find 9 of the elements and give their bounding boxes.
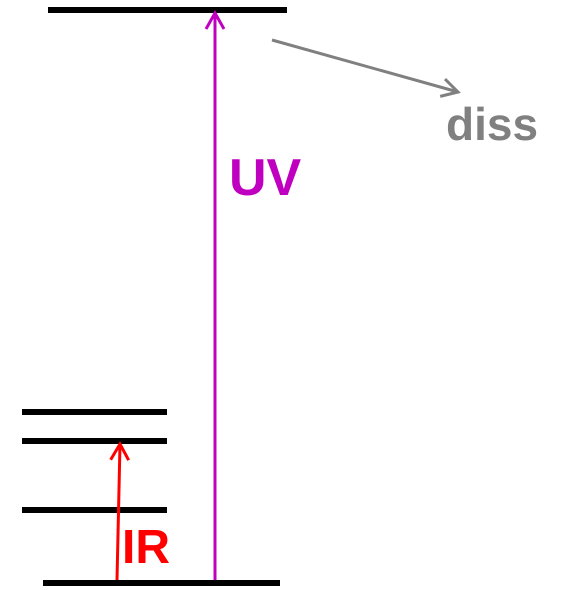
energy-level xyxy=(22,409,167,415)
state-label: diss xyxy=(446,96,552,152)
energy-level xyxy=(22,438,167,444)
energy-level xyxy=(43,580,280,586)
energy-level xyxy=(48,7,287,13)
arrow xyxy=(272,38,460,98)
energy-level xyxy=(22,507,167,513)
arrow xyxy=(204,12,226,580)
arrow xyxy=(109,442,130,580)
